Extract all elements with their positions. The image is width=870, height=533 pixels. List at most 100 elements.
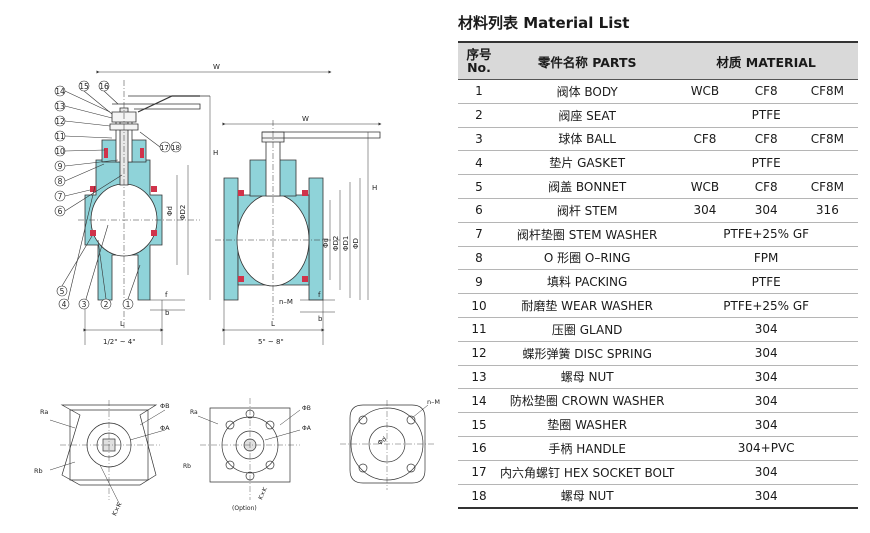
callout-2: 2: [104, 300, 109, 309]
row-no: 4: [458, 150, 500, 176]
row-material: 304 304 316: [674, 198, 858, 223]
right-dimension-labels: W H Φd ΦD2 ΦD1 ΦD n–M f b L 5" ~ 8": [258, 115, 377, 346]
material-value: 304: [754, 369, 778, 384]
callout-13: 13: [55, 102, 65, 111]
size-large: 5" ~ 8": [258, 338, 284, 346]
row-part: 垫片 GASKET: [500, 150, 675, 176]
material-variants: 304 304 316: [674, 203, 858, 217]
material-value: 304: [693, 203, 717, 218]
callouts-left: 14 13 12 11 10 9 8 7 6 15 16 17 18 5 4 3…: [54, 80, 182, 310]
row-no: 15: [458, 412, 500, 437]
top-view-1: [49, 400, 166, 506]
row-part: 内六角螺钉 HEX SOCKET BOLT: [500, 460, 675, 485]
row-part: 阀盖 BONNET: [500, 174, 675, 199]
row-no: 8: [458, 246, 500, 271]
dim-f-left: f: [165, 291, 168, 299]
row-material: FPM: [674, 246, 858, 271]
material-value: CF8: [754, 84, 778, 99]
callout-6: 6: [58, 207, 63, 216]
callout-8: 8: [58, 177, 63, 186]
label-ra-2: Ra: [190, 409, 198, 416]
row-part: 球体 BALL: [500, 127, 675, 152]
row-no: 7: [458, 222, 500, 247]
label-nm-3: n–M: [427, 398, 440, 406]
material-value: CF8: [754, 179, 778, 194]
material-value: PTFE+25% GF: [723, 298, 810, 313]
row-part: 阀座 SEAT: [500, 103, 675, 128]
dim-nm-right: n–M: [279, 298, 293, 306]
row-no: 5: [458, 174, 500, 199]
callout-11: 11: [55, 132, 65, 141]
label-option: (Option): [232, 505, 257, 512]
callout-16: 16: [99, 82, 109, 91]
material-value: FPM: [753, 250, 779, 265]
material-value: 304: [754, 465, 778, 480]
row-no: 14: [458, 388, 500, 414]
valve-drawings: 14 13 12 11 10 9 8 7 6 15 16 17 18 5 4 3…: [34, 63, 440, 517]
row-material: 304: [674, 365, 858, 390]
row-material: 304: [674, 484, 858, 510]
row-part: 螺母 NUT: [500, 365, 675, 390]
dim-d1-right: ΦD1: [342, 236, 350, 251]
left-section-view: [78, 70, 332, 345]
row-no: 12: [458, 341, 500, 366]
row-material: 304: [674, 317, 858, 342]
label-rb-2: Rb: [183, 463, 191, 470]
dim-f-right: f: [318, 291, 321, 299]
row-no: 3: [458, 127, 500, 152]
callout-12: 12: [55, 117, 65, 126]
header-material: 材质 MATERIAL: [674, 41, 858, 80]
row-part: 阀体 BODY: [500, 79, 675, 104]
callout-17-18: 17 18: [160, 144, 180, 152]
row-no: 2: [458, 103, 500, 128]
dim-h-right: H: [372, 184, 377, 192]
material-value: 304: [754, 417, 778, 432]
label-phib-2: ΦB: [302, 405, 311, 412]
material-value: 304+PVC: [737, 441, 795, 456]
dim-b-left: b: [165, 309, 170, 317]
material-value: 304: [754, 203, 778, 218]
header-no-en: No.: [467, 60, 491, 75]
row-material: PTFE: [674, 103, 858, 128]
material-value: PTFE: [751, 274, 781, 289]
row-part: 手柄 HANDLE: [500, 436, 675, 461]
material-value: CF8: [693, 131, 717, 146]
callout-14: 14: [55, 87, 65, 96]
row-material: PTFE: [674, 150, 858, 176]
row-part: 阀杆垫圈 STEM WASHER: [500, 222, 675, 247]
row-part: 垫圈 WASHER: [500, 412, 675, 437]
table-header-row: 序号 No. 零件名称 PARTS 材质 MATERIAL: [458, 41, 858, 80]
dim-d-right: Φd: [322, 238, 330, 248]
material-value: 316: [815, 203, 839, 218]
material-value: CF8M: [810, 131, 845, 146]
dim-dd-right: ΦD: [352, 238, 360, 249]
row-no: 18: [458, 484, 500, 510]
callout-15: 15: [79, 82, 89, 91]
row-no: 9: [458, 269, 500, 295]
label-phia-1: ΦA: [160, 424, 170, 432]
row-part: O 形圈 O–RING: [500, 246, 675, 271]
row-material: PTFE+25% GF: [674, 293, 858, 318]
dim-l-right: L: [271, 320, 275, 328]
header-no-cn: 序号: [466, 47, 492, 62]
callout-3: 3: [82, 300, 87, 309]
callout-9: 9: [58, 162, 63, 171]
top-view-2: [197, 398, 301, 500]
top-view-3: [340, 400, 435, 490]
dim-d2-right: ΦD2: [332, 236, 340, 251]
row-material: PTFE+25% GF: [674, 222, 858, 247]
callout-10: 10: [55, 147, 65, 156]
